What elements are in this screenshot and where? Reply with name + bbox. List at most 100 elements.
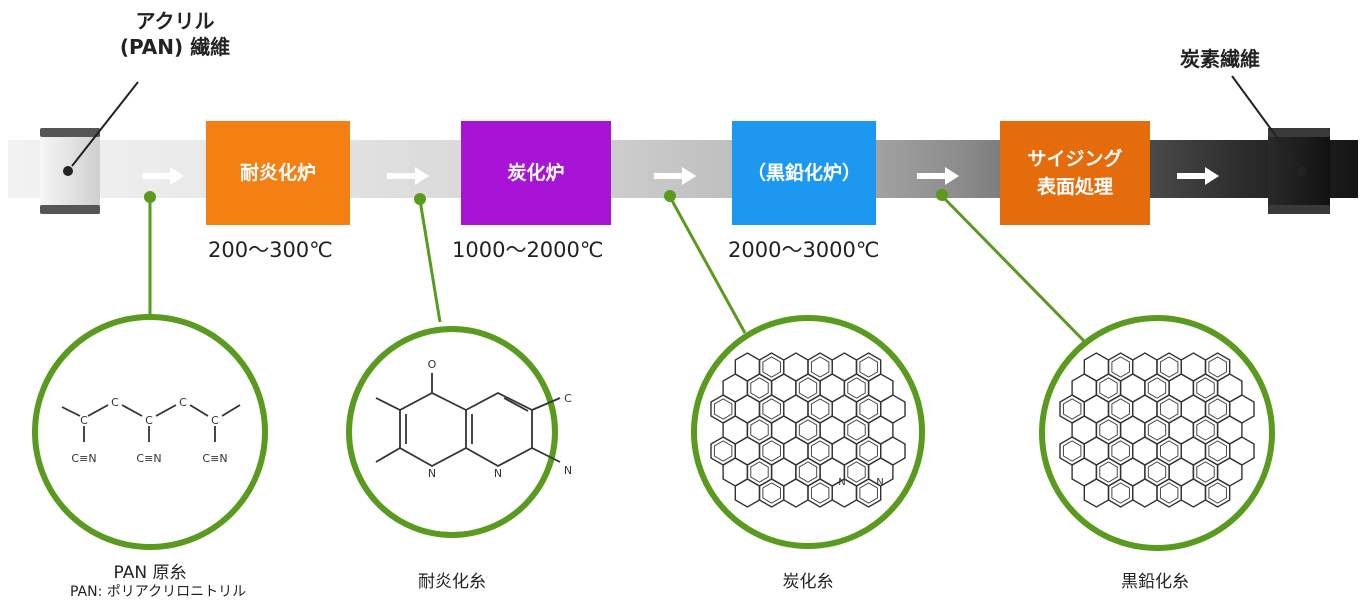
pan-nitrile: C≡N <box>136 452 161 465</box>
hex-inner-bond <box>1147 461 1167 483</box>
hex-inner-bond <box>750 377 769 399</box>
hex-inner-bond <box>810 482 830 504</box>
source-label: アクリル (PAN) 繊維 <box>95 8 255 60</box>
hex-inner-bond <box>1208 398 1227 420</box>
hex-inner-bond <box>1208 440 1227 462</box>
stab-atom-n: N <box>494 467 502 480</box>
callout-dot <box>414 193 426 205</box>
hex-inner-bond <box>1196 377 1215 399</box>
hex-inner-bond <box>1208 482 1227 504</box>
hex-inner-bond <box>810 356 830 378</box>
hex-inner-bond <box>1159 440 1179 462</box>
pan-atom-c: C <box>111 396 119 409</box>
hex-inner-bond <box>1196 461 1215 483</box>
carbon-atom-n: N <box>876 477 883 488</box>
pan-atom-c: C <box>179 396 187 409</box>
hex-inner-bond <box>713 440 733 462</box>
pan-atom-c: C <box>211 414 219 427</box>
hex-inner-bond <box>847 377 866 399</box>
hex-inner-bond <box>810 440 830 462</box>
product-pointer <box>1231 75 1307 176</box>
hex-inner-bond <box>1208 356 1227 378</box>
hex-inner-bond <box>1159 356 1179 378</box>
temp-carbonization: 1000～2000℃ <box>452 238 604 262</box>
furnace-graphitization: （黒鉛化炉） <box>732 121 876 225</box>
stab-atom-o: O <box>428 358 437 371</box>
hex-inner-bond <box>1099 419 1118 441</box>
hex-inner-bond <box>1099 461 1118 483</box>
stab-atom-c: C <box>564 392 572 405</box>
hex-inner-bond <box>762 398 781 420</box>
hex-inner-bond <box>750 419 769 441</box>
hex-inner-bond <box>762 440 781 462</box>
pan-atom-c: C <box>80 414 88 427</box>
hex-inner-bond <box>859 440 878 462</box>
temp-graphitization: 2000～3000℃ <box>728 238 880 262</box>
hex-inner-bond <box>859 482 878 504</box>
pan-atom-c: C <box>145 414 153 427</box>
hex-inner-bond <box>750 461 769 483</box>
caption-graphitized: 黒鉛化糸 <box>1121 572 1189 592</box>
hex-inner-bond <box>713 398 733 420</box>
callout-circle-carbonized <box>691 315 925 549</box>
flow-arrow-icon <box>387 167 429 185</box>
callout-dot <box>936 189 948 201</box>
hex-inner-bond <box>762 482 781 504</box>
furnace-carbonization: 炭化炉 <box>461 121 611 225</box>
hex-inner-bond <box>1196 419 1215 441</box>
callout-circle-stabilized <box>346 326 558 538</box>
pan-nitrile: C≡N <box>71 452 96 465</box>
flow-arrow-icon <box>142 167 184 185</box>
carbon-atom-n: N <box>838 477 845 488</box>
hex-inner-bond <box>859 356 878 378</box>
caption-stabilized: 耐炎化糸 <box>418 572 486 592</box>
hex-inner-bond <box>798 377 818 399</box>
hex-inner-bond <box>798 461 818 483</box>
right-roller <box>1268 128 1330 214</box>
source-label-line1: アクリル <box>135 9 215 33</box>
caption-carbonized: 炭化糸 <box>782 572 834 592</box>
hex-inner-bond <box>1111 482 1130 504</box>
stab-atom-n: N <box>428 467 436 480</box>
callout-line-carbonized <box>668 196 747 334</box>
hex-inner-bond <box>1147 377 1167 399</box>
caption-pan-note: PAN: ポリアクリロニトリル <box>70 584 247 600</box>
source-label-line2: (PAN) 繊維 <box>119 35 231 59</box>
callout-dot <box>664 190 676 202</box>
callout-dot <box>144 191 156 203</box>
callout-circle-graphitized <box>1039 315 1275 551</box>
hex-inner-bond <box>1111 356 1130 378</box>
product-label: 炭素繊維 <box>1180 47 1260 71</box>
hex-inner-bond <box>1111 440 1130 462</box>
stabilized-molecule <box>375 373 561 468</box>
hex-inner-bond <box>1159 398 1179 420</box>
graphitized-hex-sheet <box>1059 352 1255 508</box>
temp-stabilization: 200～300℃ <box>208 238 333 262</box>
hex-inner-bond <box>762 356 781 378</box>
flow-arrow-icon <box>917 167 959 185</box>
callout-line-graphitized <box>940 194 1087 344</box>
hex-inner-bond <box>798 419 818 441</box>
hex-ring <box>855 478 882 508</box>
furnace-sizing-label-line1: サイジング <box>1027 148 1123 170</box>
caption-pan-name: PAN 原糸 <box>113 563 187 583</box>
hex-inner-bond <box>1147 419 1167 441</box>
flow-arrow-icon <box>654 167 696 185</box>
hex-inner-bond <box>847 461 866 483</box>
furnace-sizing-label-line2: 表面処理 <box>1036 176 1113 198</box>
flow-arrow-icon <box>1177 167 1219 185</box>
hex-inner-bond <box>810 398 830 420</box>
hex-inner-bond <box>847 419 866 441</box>
callout-line-stabilized <box>418 199 442 323</box>
furnace-stabilization-label: 耐炎化炉 <box>239 162 316 184</box>
hex-inner-bond <box>859 398 878 420</box>
source-pointer <box>63 81 139 176</box>
hex-inner-bond <box>1159 482 1179 504</box>
pan-nitrile: C≡N <box>202 452 227 465</box>
caption-pan: PAN 原糸 PAN: ポリアクリロニトリル <box>70 563 247 601</box>
stab-atom-n: N <box>564 464 572 477</box>
pan-molecule <box>61 404 241 442</box>
hex-inner-bond <box>1062 440 1082 462</box>
hex-inner-bond <box>1111 398 1130 420</box>
